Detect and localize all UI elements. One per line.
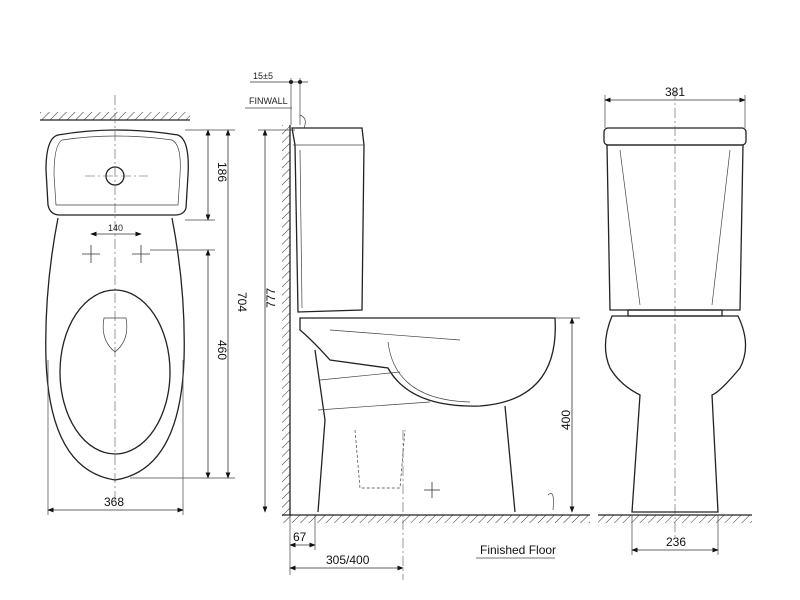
tank-front <box>606 144 744 311</box>
dim-rough-in: 305/400 <box>326 553 370 567</box>
dim-base-width: 236 <box>666 535 686 549</box>
bowl-front <box>604 315 747 513</box>
front-view: 381 236 <box>598 85 752 555</box>
dim-outlet-offset: 67 <box>293 530 307 544</box>
dim-bowl-length: 460 <box>215 340 229 360</box>
dim-bolt-spacing: 140 <box>108 223 123 233</box>
dim-width: 368 <box>104 495 124 509</box>
dim-total-length: 704 <box>235 292 249 312</box>
floor-hatch <box>282 515 590 523</box>
bowl-outline-top <box>45 217 185 481</box>
dim-rim-height: 400 <box>559 410 573 430</box>
floor-hatch-front <box>598 515 752 523</box>
side-view: 15±5 FINWALL 777 400 67 3 <box>245 71 590 580</box>
seat-opening <box>59 289 171 455</box>
wall-hatch <box>282 125 290 515</box>
dim-total-height: 777 <box>264 288 278 308</box>
dim-tank-height: 186 <box>215 162 229 182</box>
bowl-side <box>299 317 556 407</box>
tank-side <box>291 127 365 313</box>
dim-wall-gap: 15±5 <box>253 71 273 81</box>
bolt-markers <box>82 245 150 263</box>
wall-label: FINWALL <box>249 96 288 106</box>
floor-label: Finished Floor <box>480 543 556 557</box>
tank-outline-top <box>45 129 189 216</box>
top-view: 140 186 460 704 368 <box>40 95 249 515</box>
